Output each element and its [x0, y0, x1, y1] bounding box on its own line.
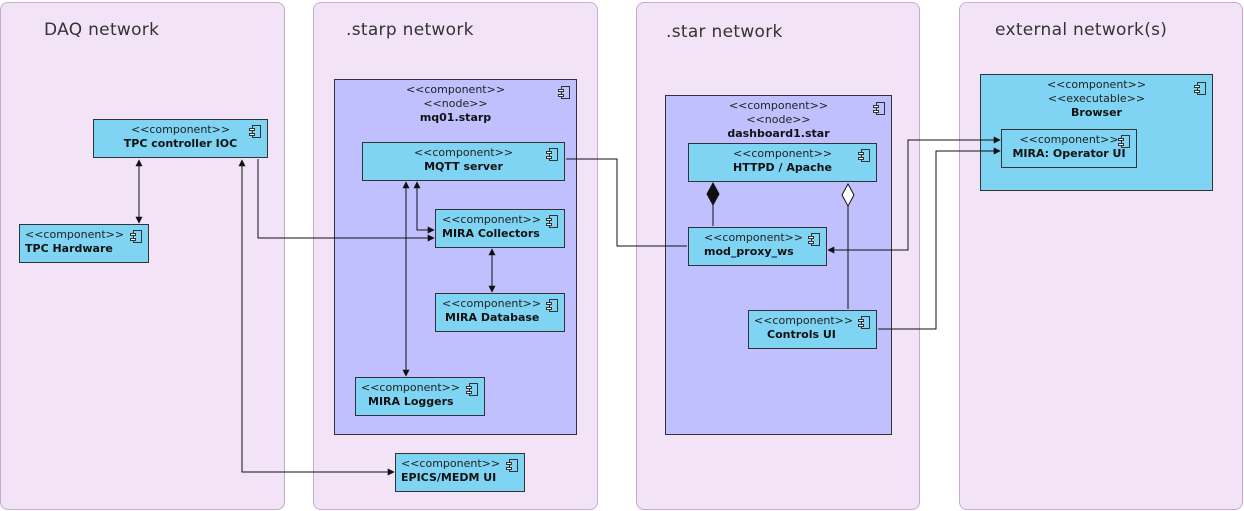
- component-stereotype: <<component>>: [130, 123, 231, 136]
- component-name: MQTT server: [424, 160, 503, 173]
- mq01-name: mq01.starp: [419, 111, 492, 124]
- component-icon: [466, 383, 478, 396]
- component-icon: [546, 148, 558, 161]
- component-name: MIRA: Operator UI: [1012, 147, 1126, 160]
- mqtt-proxy-connector: [566, 158, 687, 247]
- component-stereotype: <<component>>: [754, 314, 854, 327]
- tpc-controller-ioc-component[interactable]: <<component>> TPC controller IOC: [93, 119, 268, 158]
- component-stereotype: <<component>>: [442, 213, 542, 226]
- browser-name: Browser: [1071, 106, 1122, 119]
- component-stereotype: <<component>>: [25, 228, 125, 241]
- epics-medm-ui-component[interactable]: <<component>> EPICS/MEDM UI: [395, 453, 525, 492]
- component-name: Controls UI: [767, 328, 836, 341]
- ioc-epics-connector: [238, 159, 395, 476]
- component-stereotype: <<component>>: [732, 147, 833, 160]
- component-icon: [808, 233, 820, 246]
- external-network-title: external network(s): [995, 20, 1168, 40]
- mira-operator-ui-component[interactable]: <<component>> MIRA: Operator UI: [1001, 129, 1137, 168]
- component-name: EPICS/MEDM UI: [401, 471, 497, 484]
- component-icon: [1118, 135, 1130, 148]
- component-icon: [873, 102, 885, 115]
- component-icon: [546, 215, 558, 228]
- component-name: mod_proxy_ws: [704, 245, 794, 258]
- mq01-stereotype-component: <<component>>: [405, 83, 506, 96]
- tpc-hardware-component[interactable]: <<component>> TPC Hardware: [19, 224, 149, 263]
- dashboard1-name: dashboard1.star: [727, 127, 830, 140]
- component-name: TPC controller IOC: [123, 137, 238, 150]
- daq-network-title: DAQ network: [44, 20, 160, 40]
- proxy-operator-connector: [827, 136, 1001, 254]
- mira-database-component[interactable]: <<component>> MIRA Database: [435, 293, 565, 332]
- component-icon: [1194, 82, 1206, 95]
- component-icon: [130, 230, 142, 243]
- aggregation-diamond: [841, 182, 855, 208]
- component-name: TPC Hardware: [25, 242, 113, 255]
- component-name: MIRA Collectors: [442, 227, 540, 240]
- component-name: MIRA Database: [445, 311, 540, 324]
- component-name: HTTPD / Apache: [733, 161, 832, 174]
- controls-operator-connector: [878, 147, 1001, 330]
- controls-ui-component[interactable]: <<component>> Controls UI: [748, 310, 877, 349]
- browser-stereotype-component: <<component>>: [1046, 78, 1147, 91]
- component-icon: [858, 316, 870, 329]
- component-stereotype: <<component>>: [704, 231, 804, 244]
- component-stereotype: <<component>>: [413, 146, 514, 159]
- mod-proxy-ws-component[interactable]: <<component>> mod_proxy_ws: [688, 227, 827, 266]
- component-icon: [558, 86, 570, 99]
- component-icon: [546, 299, 558, 312]
- dashboard1-stereotype-node: <<node>>: [746, 113, 811, 126]
- composition-diamond: [706, 181, 720, 207]
- dashboard1-stereotype-component: <<component>>: [728, 99, 829, 112]
- mqtt-collectors-connector: [413, 181, 435, 234]
- browser-stereotype-executable: <<executable>>: [1047, 92, 1146, 105]
- component-stereotype: <<component>>: [401, 457, 501, 470]
- star-network-title: .star network: [666, 22, 783, 42]
- mira-collectors-component[interactable]: <<component>> MIRA Collectors: [435, 209, 565, 248]
- component-icon: [249, 125, 261, 138]
- component-stereotype: <<component>>: [442, 297, 542, 310]
- component-stereotype: <<component>>: [1019, 133, 1119, 146]
- ioc-collectors-connector: [257, 159, 435, 242]
- component-icon: [506, 459, 518, 472]
- mq01-stereotype-node: <<node>>: [423, 97, 488, 110]
- starp-network-title: .starp network: [346, 20, 474, 40]
